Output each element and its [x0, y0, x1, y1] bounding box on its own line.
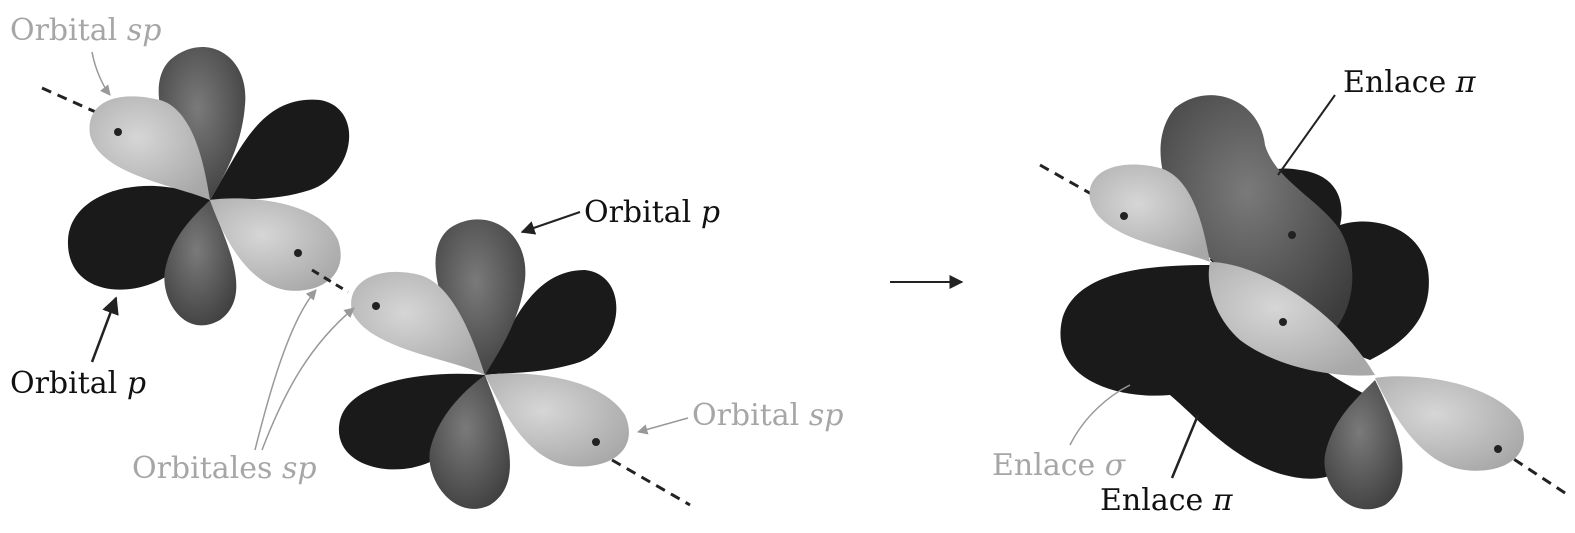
pi-bond-dark-lower: [1060, 265, 1379, 479]
p-lobe-mid-1b: [164, 200, 237, 326]
nucleus-right-2: [1288, 231, 1296, 239]
atom-left-1: [41, 47, 350, 326]
sigma-bond-sp-overlap: [1208, 262, 1375, 376]
sp-lobe-right-1: [1089, 164, 1210, 262]
leader-enlace-pi-bottom: [1170, 414, 1200, 479]
p-lobe-dark-1b: [210, 99, 350, 200]
label-orbital-sp-top: Orbital sp: [10, 13, 161, 48]
leader-orbital-sp-top: [91, 51, 111, 96]
p-lobe-mid-2b: [429, 375, 510, 509]
label-enlace-pi-bottom: Enlace π: [1100, 483, 1234, 518]
leader-orbitales-sp-a: [254, 289, 317, 451]
label-orbitales-sp: Orbitales sp: [132, 451, 317, 486]
sp-lobe-1b: [210, 198, 341, 291]
axis-line-mid: [311, 268, 349, 294]
nucleus-right-3: [1279, 318, 1287, 326]
sp-lobe-right-2: [1375, 376, 1524, 471]
label-enlace-pi-top: Enlace π: [1343, 65, 1477, 100]
nucleus-2b: [592, 438, 600, 446]
label-orbital-p-left: Orbital p: [10, 366, 146, 401]
leader-orbital-p-right: [520, 211, 581, 235]
leader-orbitales-sp-b: [261, 307, 355, 451]
nucleus-2a: [372, 302, 380, 310]
leader-enlace-sigma: [1069, 384, 1131, 446]
nucleus-1a: [114, 128, 122, 136]
pi-bond-mid-bottom: [1324, 380, 1403, 510]
axis-line-right-2: [1499, 448, 1569, 497]
sp-lobe-1a: [89, 96, 210, 200]
nucleus-right-4: [1494, 445, 1502, 453]
p-lobe-mid-2a: [435, 219, 526, 375]
label-orbital-sp-bottom: Orbital sp: [692, 398, 843, 433]
atom-left-2: [311, 219, 691, 509]
axis-line-2: [611, 458, 691, 507]
label-orbital-p-right: Orbital p: [584, 195, 720, 230]
molecule-right: [1039, 95, 1569, 510]
pi-bond-mid-top: [1160, 95, 1353, 335]
leader-orbital-p-left: [90, 296, 119, 363]
p-lobe-mid-1a: [158, 47, 246, 201]
nucleus-1b: [294, 249, 302, 257]
sp-lobe-2a: [351, 271, 485, 375]
nucleus-right-1: [1120, 212, 1128, 220]
leader-enlace-pi-top: [1277, 94, 1336, 176]
label-enlace-sigma: Enlace σ: [992, 448, 1127, 483]
leader-orbital-sp-bottom: [636, 417, 689, 435]
p-lobe-dark-2b: [485, 270, 617, 375]
